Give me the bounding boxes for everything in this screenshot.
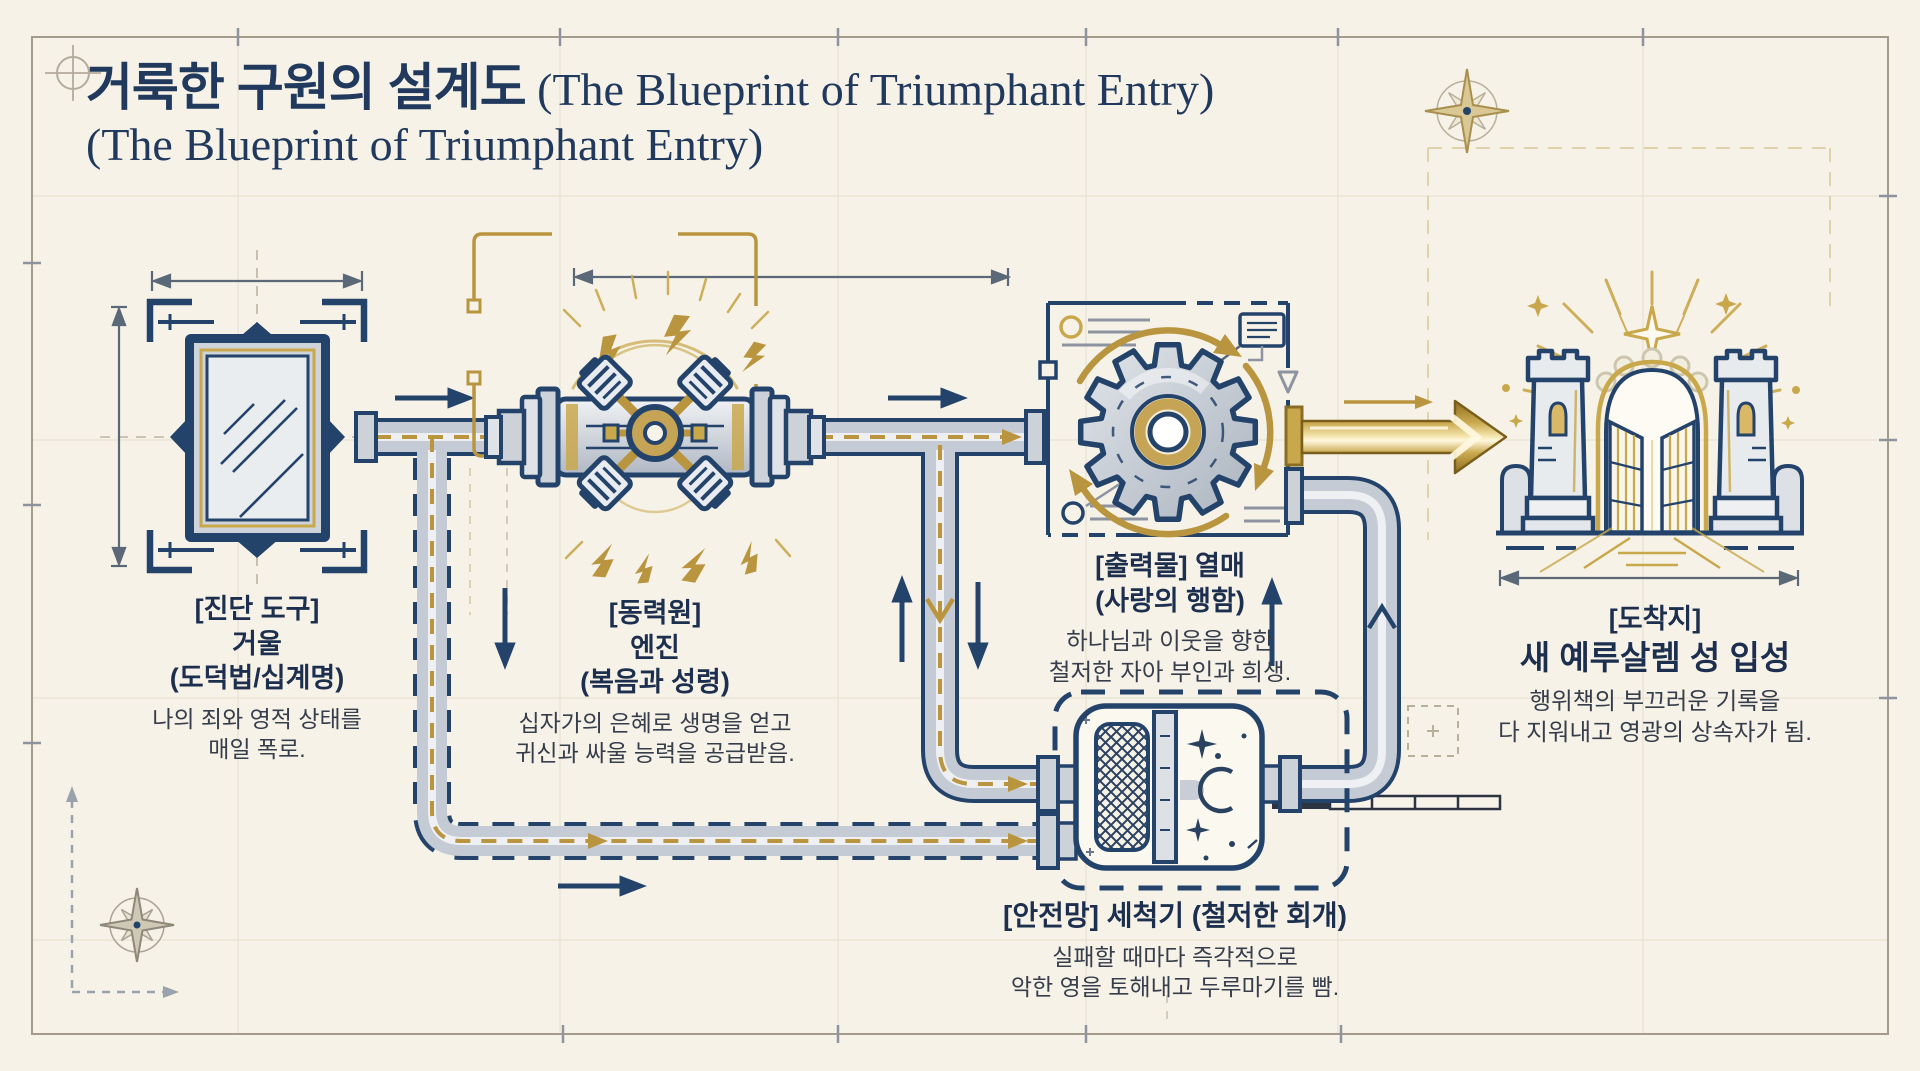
small-sparkle-icons [1502, 293, 1800, 430]
page-title: 거룩한 구원의 설계도 (The Blueprint of Triumphant… [86, 58, 1214, 172]
mirror-desc: 나의 죄와 영적 상태를 매일 폭로. [152, 705, 362, 762]
ornate-mirror-icon [170, 322, 345, 558]
washer-safety-boundary [1052, 689, 1350, 891]
compass-rose-bottom-left-icon [99, 887, 175, 963]
washer-desc: 실패할 때마다 즉각적으로 악한 영을 토해내고 두루마기를 빰. [1010, 943, 1340, 1001]
castle-dimension [1498, 570, 1800, 586]
mirror-component [111, 271, 368, 574]
engine-component [466, 232, 1012, 584]
fruit-alias: (사랑의 행함) [1095, 585, 1245, 616]
washer-component [1052, 689, 1350, 891]
castle-component [1496, 270, 1804, 586]
engine-label: [동력원] 엔진 (복음과 성령) 십자가의 은혜로 생명을 얻고 귀신과 싸울… [480, 596, 830, 768]
flow-chevron-up [1367, 602, 1397, 630]
fruit-label: [출력물] 열매 (사랑의 행함) 하나님과 이웃을 향한 철저한 자아 부인과… [1005, 549, 1335, 688]
rotation-arrows [1069, 327, 1274, 538]
washer-label: [안전망] 세척기 (철저한 회개) 실패할 때마다 즉각적으로 악한 영을 토… [955, 898, 1395, 1003]
corner-guide-arrow [66, 786, 179, 998]
castle-desc: 행위책의 부끄러운 기록을 다 지워내고 영광의 상속자가 됨. [1498, 687, 1812, 745]
title-line2: (The Blueprint of Triumphant Entry) [86, 118, 1214, 172]
mirror-label: [진단 도구] 거울 (도덕법/십계명) 나의 죄와 영적 상태를 매일 폭로. [102, 592, 412, 764]
mirror-tag: [진단 도구] [194, 594, 320, 624]
engine-dimension [572, 268, 1012, 286]
title-english: (The Blueprint of Triumphant Entry) [525, 64, 1215, 115]
gate-floor-rays [1539, 527, 1765, 573]
gear-icon [1077, 341, 1259, 523]
mirror-dimension-height [111, 305, 127, 568]
filter-washer-icon [1073, 703, 1265, 871]
castle-name: 새 예루살렘 성 입성 [1519, 638, 1791, 676]
title-korean: 거룩한 구원의 설계도 [86, 59, 527, 116]
engine-desc: 십자가의 은혜로 생명을 얻고 귀신과 싸울 능력을 공급받음. [515, 709, 795, 766]
engine-tag: [동력원] [608, 598, 702, 628]
castle-label: [도착지] 새 예루살렘 성 입성 행위책의 부끄러운 기록을 다 지워내고 영… [1475, 602, 1835, 748]
crosshair-icon [45, 45, 101, 101]
title-english-line2: (The Blueprint of Triumphant Entry) [86, 119, 764, 171]
mirror-alias: (도덕법/십계명) [169, 663, 345, 694]
radial-engine-icon [484, 350, 826, 515]
open-gate-castle-icon [1496, 351, 1804, 573]
engine-name: 엔진 [630, 632, 680, 663]
gate-doors [1608, 419, 1696, 534]
border-ticks [23, 28, 1897, 1043]
faint-guides [469, 468, 1168, 1025]
title-line1: 거룩한 구원의 설계도 (The Blueprint of Triumphant… [86, 58, 1214, 118]
fruit-tag: [출력물] 열매 [1095, 551, 1245, 581]
flow-arrows [395, 387, 1283, 897]
golden-arrow-icon [1300, 395, 1508, 475]
castle-tag: [도착지] [1608, 604, 1702, 634]
gearbox-component [1038, 301, 1299, 538]
flow-chevron-down [925, 597, 955, 625]
engine-alias: (복음과 성령) [580, 667, 730, 698]
sparkle-icons [1186, 729, 1247, 861]
mirror-dimension-width [150, 271, 364, 291]
mirror-corner-brackets [146, 298, 368, 574]
compass-rose-top-right-icon [1424, 68, 1510, 154]
mirror-name: 거울 [232, 628, 282, 659]
washer-tag: [안전망] 세척기 (철저한 회개) [1003, 900, 1347, 931]
gold-guide-lines [1427, 147, 1831, 540]
dashed-square-icon [1407, 705, 1459, 757]
pipe-ports [354, 405, 1304, 870]
fruit-desc: 하나님과 이웃을 향한 철저한 자아 부인과 희생. [1048, 628, 1292, 686]
